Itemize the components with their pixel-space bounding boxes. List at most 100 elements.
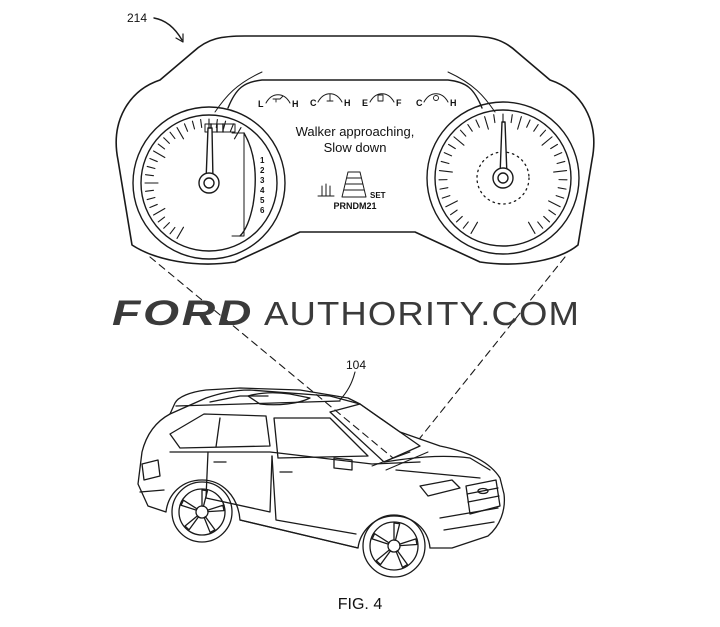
dial-tick	[158, 144, 164, 149]
dial-tick	[511, 115, 512, 123]
dial-tick	[444, 153, 451, 156]
wheel-spoke	[372, 534, 389, 544]
dial-tick	[463, 222, 468, 228]
gauge4-high: H	[450, 98, 457, 108]
mini-gauge-4: C H	[416, 94, 457, 108]
gear-indicator-bracket	[240, 133, 255, 236]
gauge1-high: H	[292, 99, 299, 109]
dial-tick	[454, 137, 464, 145]
gauge1-low: L	[258, 99, 264, 109]
temperature-icon	[434, 96, 439, 101]
cluster-reference-label: 214	[127, 11, 147, 25]
dial-tick	[230, 124, 233, 131]
mini-gauge-2: C H	[310, 94, 351, 108]
alert-message-line-2: Slow down	[324, 140, 387, 155]
dial-tick	[468, 125, 472, 132]
gear-number: 4	[260, 186, 265, 195]
traction-icon	[318, 184, 334, 196]
gear-number-column: 123456	[260, 156, 265, 215]
dial-tick	[146, 175, 154, 176]
dial-tick	[446, 201, 458, 207]
dial-tick	[146, 190, 154, 191]
dial-tick	[485, 117, 489, 129]
dial-tick	[556, 196, 564, 199]
dial-tick	[147, 197, 155, 199]
dial-tick	[192, 121, 194, 129]
watermark-brand: FORD	[112, 294, 254, 333]
cluster-inner-panel	[228, 80, 482, 108]
dial-tick	[529, 222, 536, 233]
dial-tick	[449, 144, 456, 148]
dial-tick	[154, 209, 165, 216]
vehicle-reference-label: 104	[346, 358, 366, 372]
gauge4-low: C	[416, 98, 423, 108]
dial-tick	[201, 120, 202, 128]
cluster-reference-arrow	[154, 18, 182, 40]
gear-number: 1	[260, 156, 265, 165]
dial-tick	[154, 151, 165, 158]
dial-tick	[223, 121, 225, 129]
dial-tick	[441, 161, 449, 163]
dial-tick	[471, 222, 478, 233]
gauge3-high: F	[396, 98, 402, 108]
set-label: SET	[370, 191, 386, 200]
gear-number: 3	[260, 176, 265, 185]
dial-tick	[185, 124, 188, 131]
dial-tick	[527, 120, 530, 127]
dial-tick	[540, 130, 545, 136]
top-mini-gauges: L H C H E F C	[258, 94, 457, 109]
dial-tick	[551, 144, 558, 148]
dial-tick	[164, 223, 170, 229]
dial-tick	[150, 204, 157, 207]
gauge3-low: E	[362, 98, 368, 108]
dial-tick	[170, 132, 175, 138]
dial-tick	[439, 171, 452, 173]
rear-wheel	[172, 482, 232, 542]
dial-tick	[549, 201, 561, 207]
dial-tick	[494, 115, 495, 123]
coolant-temp-icon	[327, 94, 333, 101]
figure-caption: FIG. 4	[338, 596, 383, 613]
wheel-spoke	[396, 551, 407, 568]
fuel-pump-icon	[378, 95, 383, 101]
dial-tick	[557, 161, 565, 163]
wheel-spoke	[394, 523, 400, 540]
dial-tick	[177, 128, 184, 139]
dial-tick	[440, 188, 448, 189]
mini-gauge-3: E F	[362, 94, 402, 108]
dial-tick	[170, 227, 175, 233]
gear-number: 2	[260, 166, 265, 175]
dial-tick	[544, 216, 550, 221]
dial-tick	[542, 137, 552, 145]
front-wheel	[363, 515, 425, 577]
oil-pressure-icon	[273, 96, 283, 102]
gear-number: 6	[260, 206, 265, 215]
wheel-spoke	[208, 505, 224, 511]
wheel-spoke	[400, 539, 417, 546]
vehicle-reference-leader	[340, 372, 355, 400]
dial-tick	[558, 188, 566, 189]
mini-gauge-1: L H	[258, 95, 299, 109]
dial-tick	[549, 210, 556, 215]
wheel-spoke	[181, 500, 197, 510]
dial-tick	[538, 222, 543, 228]
dial-tick	[164, 138, 170, 144]
dial-tick	[442, 196, 450, 199]
headlight	[420, 480, 460, 496]
cruise-set-icon	[342, 172, 366, 197]
vehicle-illustration	[138, 388, 504, 577]
dial-tick	[150, 159, 157, 162]
dial-tick	[177, 227, 184, 238]
gear-number: 5	[260, 196, 265, 205]
dial-tick	[554, 153, 561, 156]
dial-tick	[456, 216, 462, 221]
wheel-spoke	[376, 550, 390, 565]
dial-tick	[518, 117, 522, 129]
speedometer-dial	[427, 102, 579, 254]
dial-tick	[476, 120, 479, 127]
alert-message-line-1: Walker approaching,	[296, 124, 415, 139]
watermark-site: AUTHORITY.COM	[264, 295, 580, 332]
dial-tick	[158, 217, 164, 222]
gauge2-low: C	[310, 98, 317, 108]
dial-tick	[460, 130, 465, 136]
